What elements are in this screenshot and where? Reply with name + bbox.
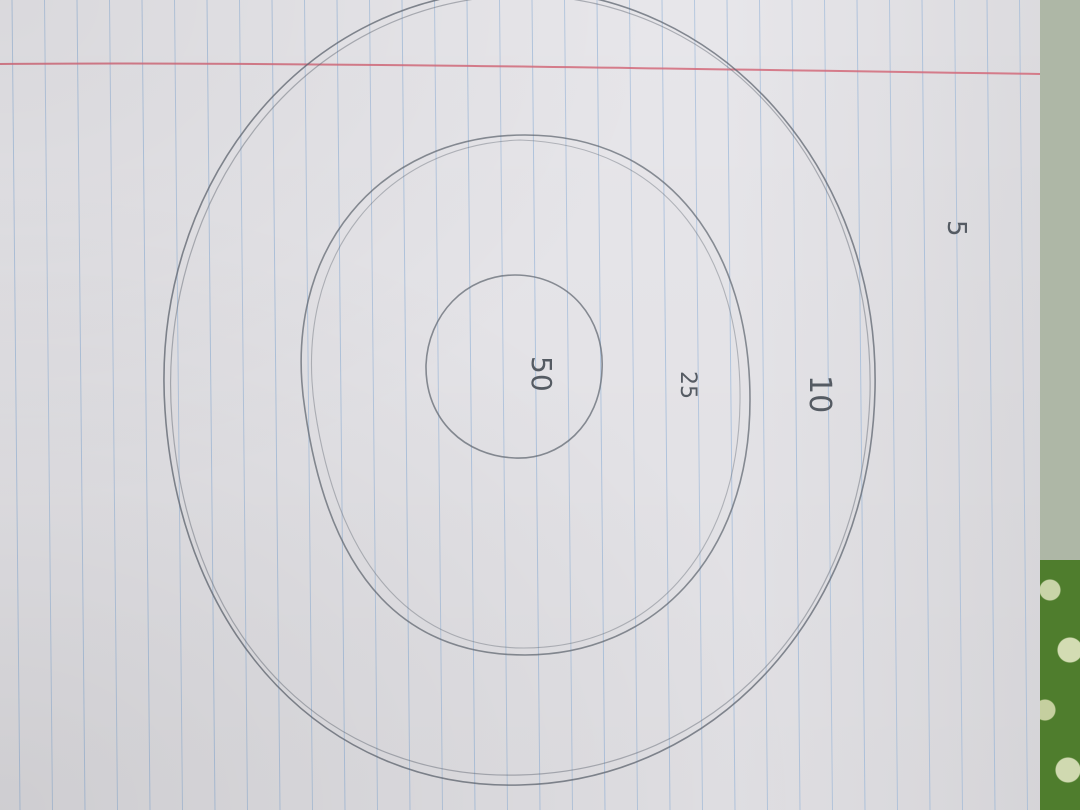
ruled-line [694, 0, 703, 810]
ruled-line [466, 0, 476, 810]
ruled-line [661, 0, 671, 810]
middle-score-label: 25 [675, 371, 700, 399]
outer-ring [163, 0, 876, 786]
outer-score-label: 10 [802, 375, 837, 413]
outside-score-label: 5 [941, 220, 971, 237]
ruled-line [499, 0, 508, 810]
ruled-line [11, 0, 21, 810]
middle-ring-overstroke [310, 139, 741, 649]
ruled-line [44, 0, 53, 810]
ruled-line [726, 0, 736, 810]
ruled-line [856, 0, 866, 810]
ruled-line [76, 0, 86, 810]
outer-ring-overstroke [170, 0, 871, 776]
ruled-line [174, 0, 183, 810]
ruled-line [531, 0, 541, 810]
ruled-line [271, 0, 281, 810]
paper-drawing: 50 25 10 5 [0, 0, 1040, 810]
ruled-line [986, 0, 996, 810]
middle-ring [300, 134, 751, 656]
ruled-line [791, 0, 801, 810]
ruled-line [304, 0, 313, 810]
ruled-line [369, 0, 378, 810]
margin-line [0, 62, 1040, 75]
ruled-line [1019, 0, 1028, 810]
ruled-line [921, 0, 931, 810]
ruled-line [596, 0, 606, 810]
ruled-line [141, 0, 151, 810]
ruled-line [206, 0, 216, 810]
ruled-line [434, 0, 443, 810]
ruled-line [239, 0, 248, 810]
ruled-line [759, 0, 768, 810]
inner-score-label: 50 [525, 356, 558, 392]
ruled-line [824, 0, 833, 810]
ruled-line [629, 0, 638, 810]
ruled-line [564, 0, 573, 810]
ruled-line [401, 0, 411, 810]
ring-labels: 50 25 10 5 [525, 220, 971, 413]
ruled-line [889, 0, 898, 810]
ruled-line [336, 0, 346, 810]
lined-paper: 50 25 10 5 [0, 0, 1040, 810]
inner-ring [425, 274, 603, 459]
ruled-line [954, 0, 963, 810]
target-rings [163, 0, 876, 786]
ruled-line [109, 0, 118, 810]
